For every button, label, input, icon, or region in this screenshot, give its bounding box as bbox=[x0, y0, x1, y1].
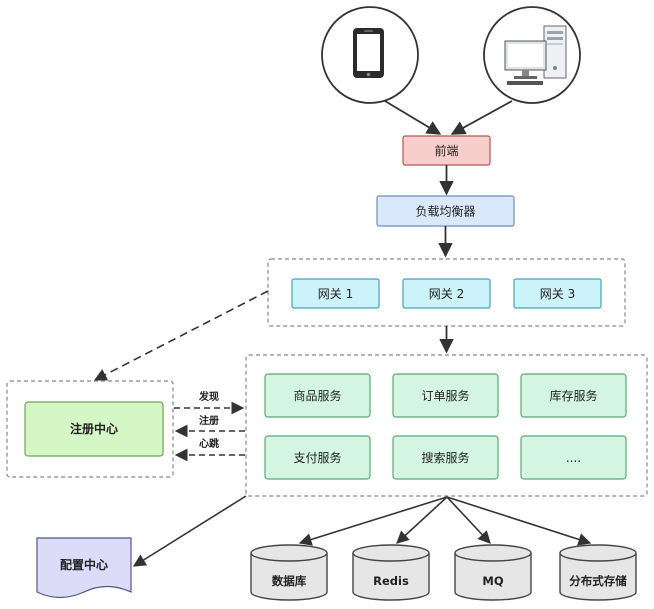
registry-group: 注册中心 bbox=[6, 380, 174, 478]
services-to-database-arrow bbox=[298, 496, 448, 546]
desktop-to-frontend-arrow bbox=[450, 100, 513, 135]
service-product: 商品服务 bbox=[264, 373, 371, 418]
svg-text:数据库: 数据库 bbox=[272, 574, 307, 588]
storage-dfs: 分布式存储 bbox=[559, 544, 637, 601]
heartbeat-label: 心跳 bbox=[199, 437, 219, 450]
service-group: 商品服务 订单服务 库存服务 支付服务 搜索服务 .... bbox=[245, 354, 648, 497]
svg-text:商品服务: 商品服务 bbox=[293, 388, 341, 403]
svg-text:....: .... bbox=[566, 451, 581, 465]
gateway-3-label: 网关 3 bbox=[540, 287, 575, 301]
gateway-to-registry-arrow bbox=[93, 290, 269, 381]
gateway-1: 网关 1 bbox=[291, 278, 380, 309]
load-balancer-box: 负载均衡器 bbox=[376, 195, 515, 227]
svg-text:Redis: Redis bbox=[373, 574, 409, 588]
storage-redis: Redis bbox=[352, 544, 430, 601]
client-phone bbox=[321, 6, 419, 104]
gateway-2: 网关 2 bbox=[402, 278, 491, 309]
phone-to-frontend-arrow bbox=[384, 100, 442, 135]
storage-database: 数据库 bbox=[250, 544, 328, 601]
svg-text:支付服务: 支付服务 bbox=[293, 450, 341, 465]
client-desktop bbox=[483, 6, 581, 104]
services-to-dfs-arrow bbox=[446, 496, 592, 546]
discover-label: 发现 bbox=[198, 390, 219, 403]
svg-text:订单服务: 订单服务 bbox=[421, 388, 469, 403]
svg-text:库存服务: 库存服务 bbox=[549, 388, 597, 403]
services-to-config-arrow bbox=[132, 495, 247, 567]
service-more: .... bbox=[520, 435, 627, 480]
service-order: 订单服务 bbox=[392, 373, 499, 418]
service-payment: 支付服务 bbox=[264, 435, 371, 480]
svg-text:搜索服务: 搜索服务 bbox=[421, 450, 469, 465]
service-search: 搜索服务 bbox=[392, 435, 499, 480]
service-inventory: 库存服务 bbox=[520, 373, 627, 418]
frontend-label: 前端 bbox=[434, 143, 458, 158]
gateway-1-label: 网关 1 bbox=[318, 287, 353, 301]
config-center-label: 配置中心 bbox=[60, 557, 108, 572]
storage-mq: MQ bbox=[454, 544, 532, 601]
registry-box: 注册中心 bbox=[24, 401, 164, 457]
svg-text:分布式存储: 分布式存储 bbox=[569, 574, 627, 588]
register-label: 注册 bbox=[199, 414, 219, 427]
gateway-2-label: 网关 2 bbox=[429, 287, 464, 301]
services-to-mq-arrow bbox=[446, 496, 491, 544]
config-center-box: 配置中心 bbox=[36, 537, 132, 599]
phone-icon bbox=[353, 28, 384, 78]
gateway-group: 网关 1 网关 2 网关 3 bbox=[267, 258, 626, 327]
frontend-box: 前端 bbox=[402, 135, 491, 166]
svg-text:MQ: MQ bbox=[482, 574, 503, 588]
desktop-computer-icon bbox=[504, 25, 567, 85]
load-balancer-label: 负载均衡器 bbox=[415, 205, 475, 219]
services-to-redis-arrow bbox=[396, 496, 448, 544]
registry-label: 注册中心 bbox=[70, 421, 118, 436]
gateway-3: 网关 3 bbox=[513, 278, 602, 309]
